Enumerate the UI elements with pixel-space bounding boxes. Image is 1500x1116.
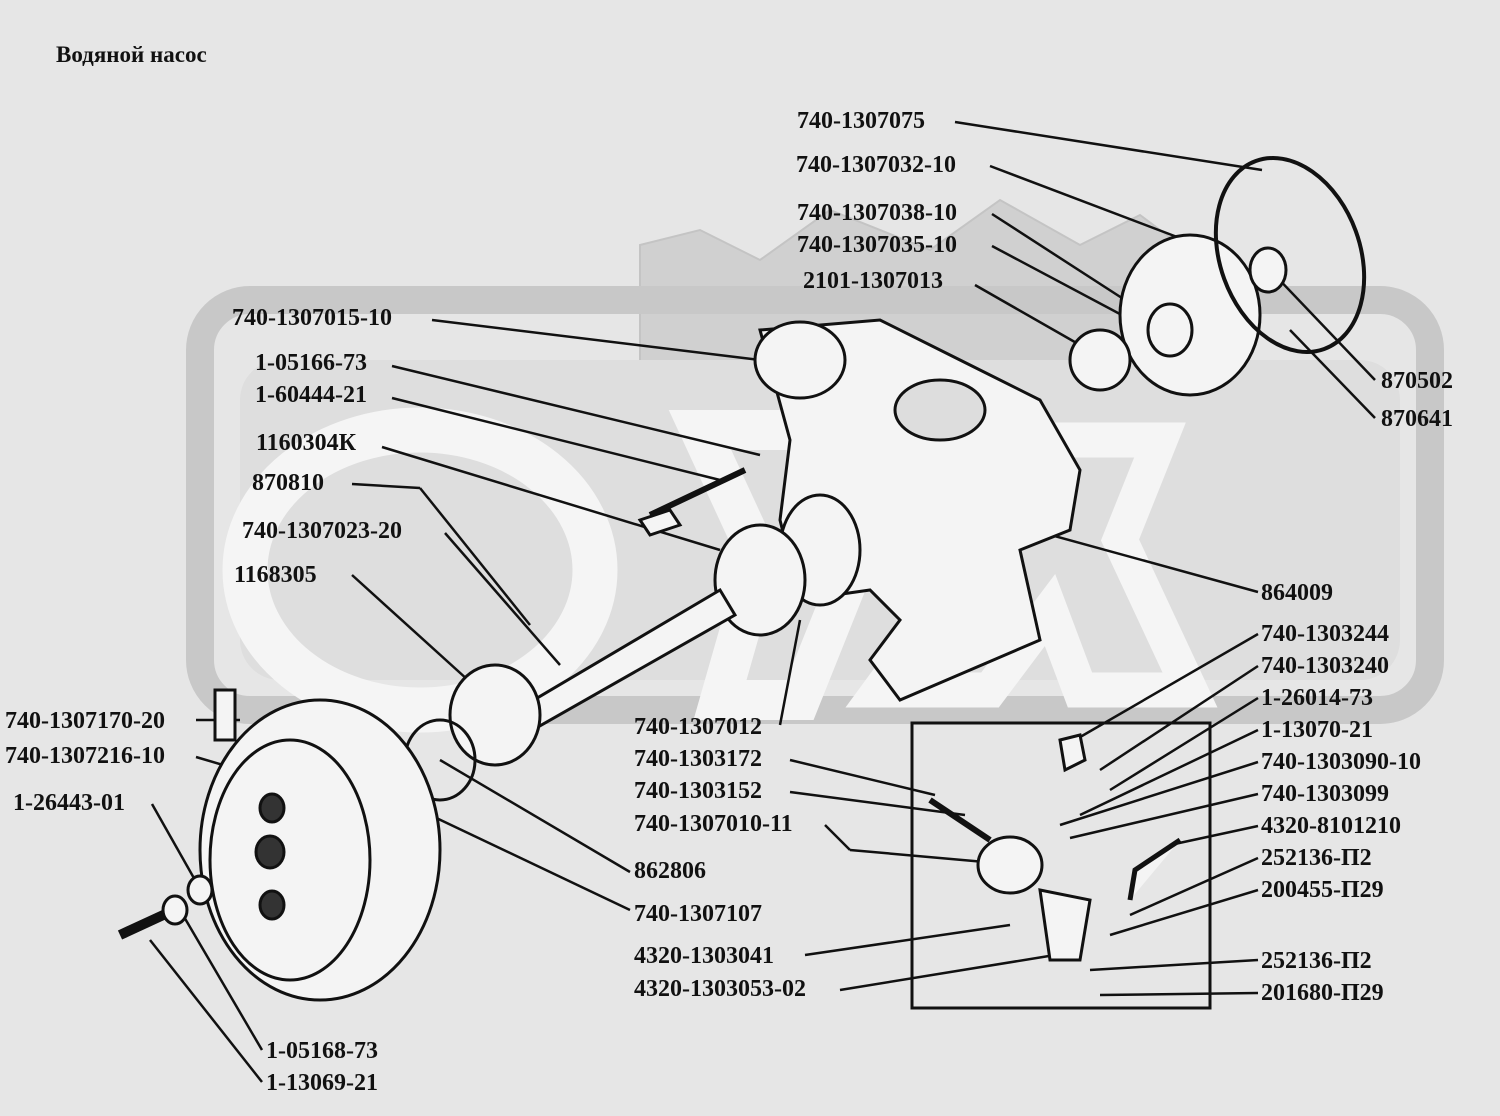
part-label: 740-1303152 (634, 778, 762, 804)
part-label: 2101-1307013 (803, 268, 943, 294)
part-label: 1-05166-73 (255, 350, 367, 376)
part-label: 1160304К (256, 430, 357, 456)
part-label: 1-13069-21 (266, 1070, 378, 1096)
part-label: 862806 (634, 858, 706, 884)
part-label: 740-1307107 (634, 901, 762, 927)
part-label: 740-1307015-10 (232, 305, 392, 331)
part-label: 740-1303172 (634, 746, 762, 772)
part-label: 740-1307075 (797, 108, 925, 134)
part-label: 864009 (1261, 580, 1333, 606)
part-label: 252136-П2 (1261, 948, 1372, 974)
part-label: 870502 (1381, 368, 1453, 394)
part-label: 740-1307012 (634, 714, 762, 740)
part-label: 740-1303240 (1261, 653, 1389, 679)
part-label: 1-26014-73 (1261, 685, 1373, 711)
part-label: 1-60444-21 (255, 382, 367, 408)
part-label: 740-1303244 (1261, 621, 1389, 647)
part-label: 4320-1303041 (634, 943, 774, 969)
impeller (1068, 233, 1288, 397)
part-label: 740-1307216-10 (5, 743, 165, 769)
pulley (117, 688, 442, 1002)
part-label: 870641 (1381, 406, 1453, 432)
sealing-ring (1213, 156, 1367, 354)
part-label: 740-1307035-10 (797, 232, 957, 258)
drain-valve-assembly (928, 733, 1182, 962)
part-label: 740-1307010-11 (634, 811, 793, 837)
part-label: 1-05168-73 (266, 1038, 378, 1064)
part-label: 870810 (252, 470, 324, 496)
part-label: 4320-1303053-02 (634, 976, 806, 1002)
part-label: 1-26443-01 (13, 790, 125, 816)
part-label: 740-1303090-10 (1261, 749, 1421, 775)
part-label: 252136-П2 (1261, 845, 1372, 871)
valve-inset-frame (910, 721, 1212, 1010)
diagram-title: Водяной насос (56, 42, 207, 67)
part-label: 201680-П29 (1261, 980, 1384, 1006)
shaft-bearings (403, 467, 807, 802)
part-label: 740-1303099 (1261, 781, 1389, 807)
part-label: 740-1307038-10 (797, 200, 957, 226)
part-label: 200455-П29 (1261, 877, 1384, 903)
part-label: 740-1307032-10 (796, 152, 956, 178)
part-label: 1168305 (234, 562, 317, 588)
part-label: 1-13070-21 (1261, 717, 1373, 743)
part-label: 740-1307170-20 (5, 708, 165, 734)
part-label: 4320-8101210 (1261, 813, 1401, 839)
part-label: 740-1307023-20 (242, 518, 402, 544)
